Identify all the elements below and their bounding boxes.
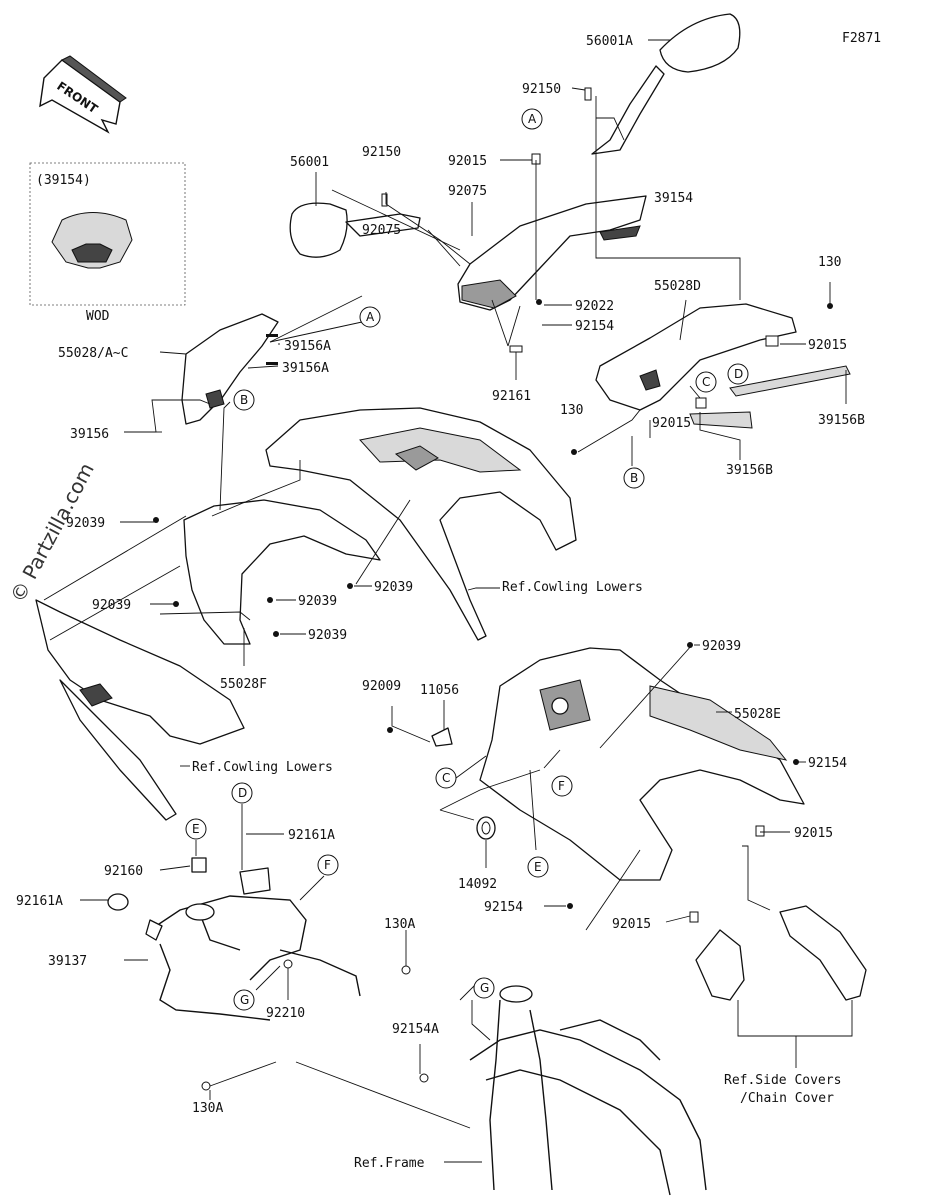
inner-panel-55028D xyxy=(595,303,797,411)
label-92161: 92161 xyxy=(492,389,531,404)
side-cover-right xyxy=(779,905,867,1001)
right-inner-assembly-55028E xyxy=(479,647,805,881)
label-92075-a: 92075 xyxy=(448,184,487,199)
label-56001: 56001 xyxy=(290,155,329,170)
callout-G-bottom: G xyxy=(480,981,489,995)
label-39154: 39154 xyxy=(654,191,693,206)
callout-D-bottom: D xyxy=(238,786,247,800)
trim-39156B xyxy=(689,365,851,429)
label-39156B-b: 39156B xyxy=(726,463,773,478)
label-92154-m: 92154 xyxy=(484,900,523,915)
ref-side-covers-1: Ref.Side Covers xyxy=(724,1073,841,1088)
callout-A-top: A xyxy=(528,112,537,126)
label-39137: 39137 xyxy=(48,954,87,969)
leader-lines xyxy=(43,39,853,1163)
front-arrow-icon: FRONT xyxy=(39,55,127,134)
label-56001A: 56001A xyxy=(586,34,633,49)
label-92160: 92160 xyxy=(104,864,143,879)
inner-panel-55028F xyxy=(183,499,381,645)
label-39156B-a: 39156B xyxy=(818,413,865,428)
label-92015-top: 92015 xyxy=(448,154,487,169)
ref-cowling-lowers-b: Ref.Cowling Lowers xyxy=(192,760,333,775)
label-130-tr: 130 xyxy=(818,255,841,270)
label-55028E: 55028E xyxy=(734,707,781,722)
label-92150-mid: 92150 xyxy=(362,145,401,160)
callout-E-mid: E xyxy=(534,860,542,874)
frame xyxy=(469,985,707,1196)
label-39156A-b: 39156A xyxy=(282,361,329,376)
inset-part-ref: (39154) xyxy=(36,173,91,188)
label-92161A-b: 92161A xyxy=(16,894,63,909)
watermark: © Partzilla.com xyxy=(5,459,99,607)
label-92150-top: 92150 xyxy=(522,82,561,97)
inset-variant-label: WOD xyxy=(86,309,110,324)
label-92075-b: 92075 xyxy=(362,223,401,238)
label-92039-l1: 92039 xyxy=(66,516,105,531)
upper-cowl-39154 xyxy=(457,195,647,311)
label-92015-m: 92015 xyxy=(612,917,651,932)
label-92022: 92022 xyxy=(575,299,614,314)
label-92015-r3: 92015 xyxy=(794,826,833,841)
label-130A-a: 130A xyxy=(384,917,415,932)
label-92039-l2: 92039 xyxy=(92,598,131,613)
ref-frame: Ref.Frame xyxy=(354,1156,425,1171)
ref-cowling-lowers-a: Ref.Cowling Lowers xyxy=(502,580,643,595)
stay-39137 xyxy=(145,867,361,1021)
inner-panel-55028-A-C xyxy=(181,313,279,425)
label-92009: 92009 xyxy=(362,679,401,694)
label-130-r: 130 xyxy=(560,403,583,418)
label-92154-top: 92154 xyxy=(575,319,614,334)
callout-A-left: A xyxy=(366,310,375,324)
mirror-right-56001A xyxy=(591,13,741,155)
grommet-14092 xyxy=(476,816,496,840)
callout-E-left: E xyxy=(192,822,200,836)
callout-letters: A A B B C C D D E E F F G G xyxy=(185,108,749,1011)
callout-C-right: C xyxy=(702,375,710,389)
side-cover-left xyxy=(695,929,745,1001)
label-92210: 92210 xyxy=(266,1006,305,1021)
label-92039-c3: 92039 xyxy=(374,580,413,595)
callout-B-right: B xyxy=(630,471,638,485)
label-92039-c2: 92039 xyxy=(308,628,347,643)
fasteners xyxy=(153,87,833,1091)
ref-side-covers-2: /Chain Cover xyxy=(740,1091,834,1106)
label-92015-r2: 92015 xyxy=(652,416,691,431)
label-55028D: 55028D xyxy=(654,279,701,294)
callout-F-mid: F xyxy=(558,779,565,793)
label-11056: 11056 xyxy=(420,683,459,698)
label-92039-r: 92039 xyxy=(702,639,741,654)
label-14092: 14092 xyxy=(458,877,497,892)
callout-F-bottom: F xyxy=(324,858,331,872)
figure-code: F2871 xyxy=(842,31,881,46)
label-92039-c1: 92039 xyxy=(298,594,337,609)
tube-92161A xyxy=(107,893,129,911)
part-labels: 56001A 92150 92015 92150 56001 92075 391… xyxy=(16,34,865,1171)
callout-G-left: G xyxy=(240,993,249,1007)
callout-B-left: B xyxy=(240,393,248,407)
callout-C-mid: C xyxy=(442,771,450,785)
label-92161A-a: 92161A xyxy=(288,828,335,843)
damper-92160 xyxy=(191,857,207,873)
inset-windshield-variant: (39154) WOD xyxy=(29,162,186,324)
label-92154-r: 92154 xyxy=(808,756,847,771)
label-39156A-a: 39156A xyxy=(284,339,331,354)
label-55028F: 55028F xyxy=(220,677,267,692)
left-side-cowl xyxy=(35,599,245,821)
callout-D-right: D xyxy=(734,367,743,381)
center-cowl-assembly xyxy=(265,407,577,641)
mirror-left-56001 xyxy=(289,202,421,258)
label-130A-b: 130A xyxy=(192,1101,223,1116)
bracket-11056 xyxy=(431,727,453,747)
label-92015-r1: 92015 xyxy=(808,338,847,353)
label-55028-A-C: 55028/A~C xyxy=(58,346,128,361)
label-92154A: 92154A xyxy=(392,1022,439,1037)
label-39156: 39156 xyxy=(70,427,109,442)
